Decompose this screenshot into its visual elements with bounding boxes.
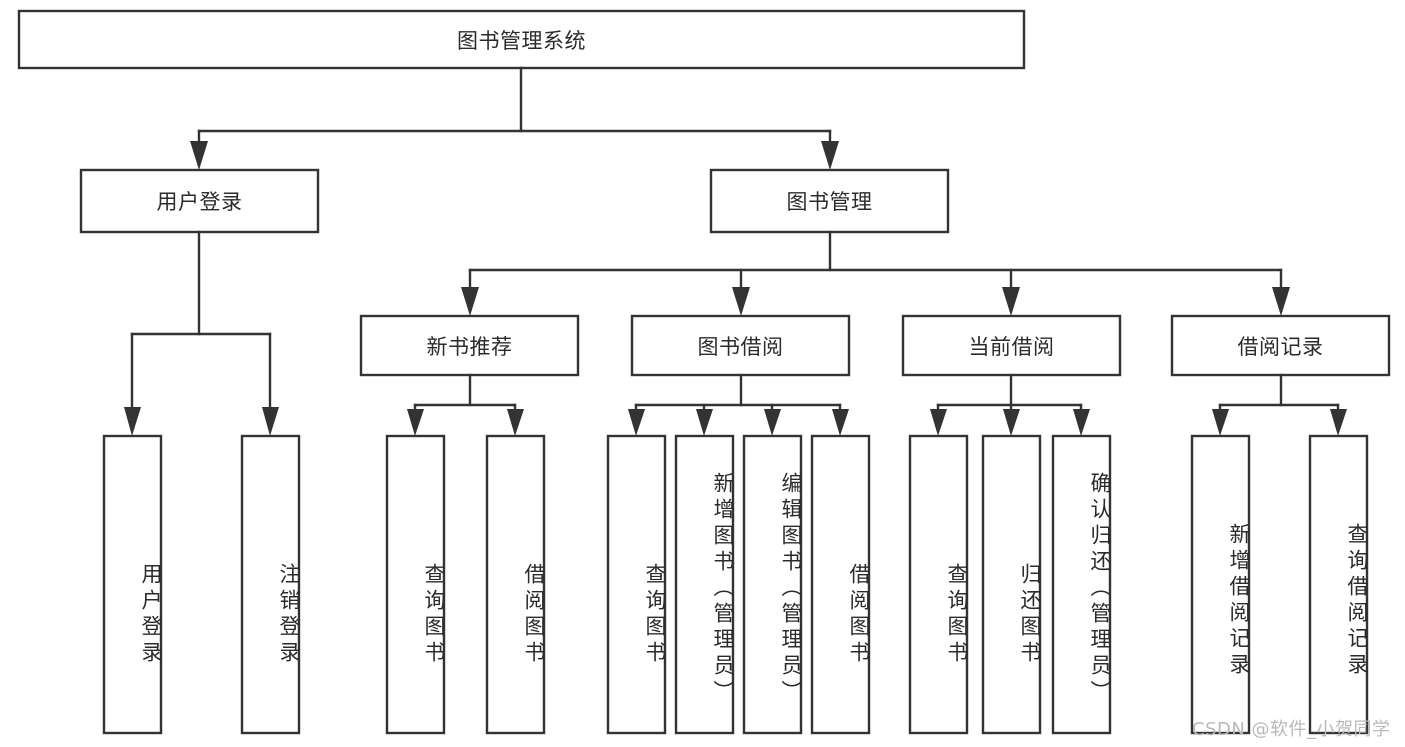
node-box-leaf-add-book[interactable] [674, 434, 735, 735]
arrow-head-borrow-record [1272, 287, 1290, 316]
node-box-leaf-user-login[interactable] [102, 434, 163, 735]
node-box-leaf-query-book-2[interactable] [606, 434, 667, 735]
arrow-head-current-borrow [1002, 287, 1020, 316]
arrow-head-leaf-add-record [1212, 409, 1229, 436]
arrow-head-leaf-confirm-return [1073, 409, 1090, 436]
node-box-leaf-confirm-return[interactable] [1051, 434, 1112, 735]
node-box-leaf-logout[interactable] [240, 434, 301, 735]
node-box-user-login[interactable] [79, 168, 320, 234]
arrow-head-leaf-add-book [696, 409, 713, 436]
arrow-head-leaf-logout [262, 407, 279, 436]
node-box-book-management[interactable] [709, 168, 950, 234]
node-box-leaf-borrow-book-2[interactable] [810, 434, 871, 735]
node-box-leaf-add-record[interactable] [1190, 434, 1251, 735]
arrow-head-leaf-edit-book [764, 409, 781, 436]
node-box-new-book-recommend[interactable] [359, 314, 580, 377]
arrow-head-leaf-query-record [1330, 409, 1347, 436]
arrow-head-leaf-return-book [1003, 409, 1020, 436]
arrow-head-user-login [190, 141, 208, 170]
arrow-head-leaf-user-login [124, 407, 141, 436]
arrow-head-leaf-borrow-book-1 [507, 409, 524, 436]
node-box-leaf-return-book[interactable] [981, 434, 1042, 735]
arrow-head-leaf-query-book-1 [407, 409, 424, 436]
arrow-head-leaf-query-book-2 [628, 409, 645, 436]
node-box-leaf-edit-book[interactable] [742, 434, 803, 735]
node-box-current-borrow[interactable] [901, 314, 1122, 377]
arrow-head-leaf-query-book-3 [930, 409, 947, 436]
arrow-head-leaf-borrow-book-2 [832, 409, 849, 436]
node-box-leaf-borrow-book-1[interactable] [485, 434, 546, 735]
node-box-borrow-record[interactable] [1170, 314, 1391, 377]
csdn-watermark: CSDN @软件_小贺同学 [1192, 719, 1391, 740]
arrow-head-book-management [821, 141, 839, 170]
node-box-root[interactable] [17, 9, 1026, 70]
node-box-leaf-query-book-3[interactable] [908, 434, 969, 735]
node-box-book-borrow[interactable] [630, 314, 851, 377]
node-box-leaf-query-book-1[interactable] [385, 434, 446, 735]
arrow-head-book-borrow [732, 287, 750, 316]
node-box-leaf-query-record[interactable] [1308, 434, 1369, 735]
arrow-head-new-book-recommend [461, 287, 479, 316]
